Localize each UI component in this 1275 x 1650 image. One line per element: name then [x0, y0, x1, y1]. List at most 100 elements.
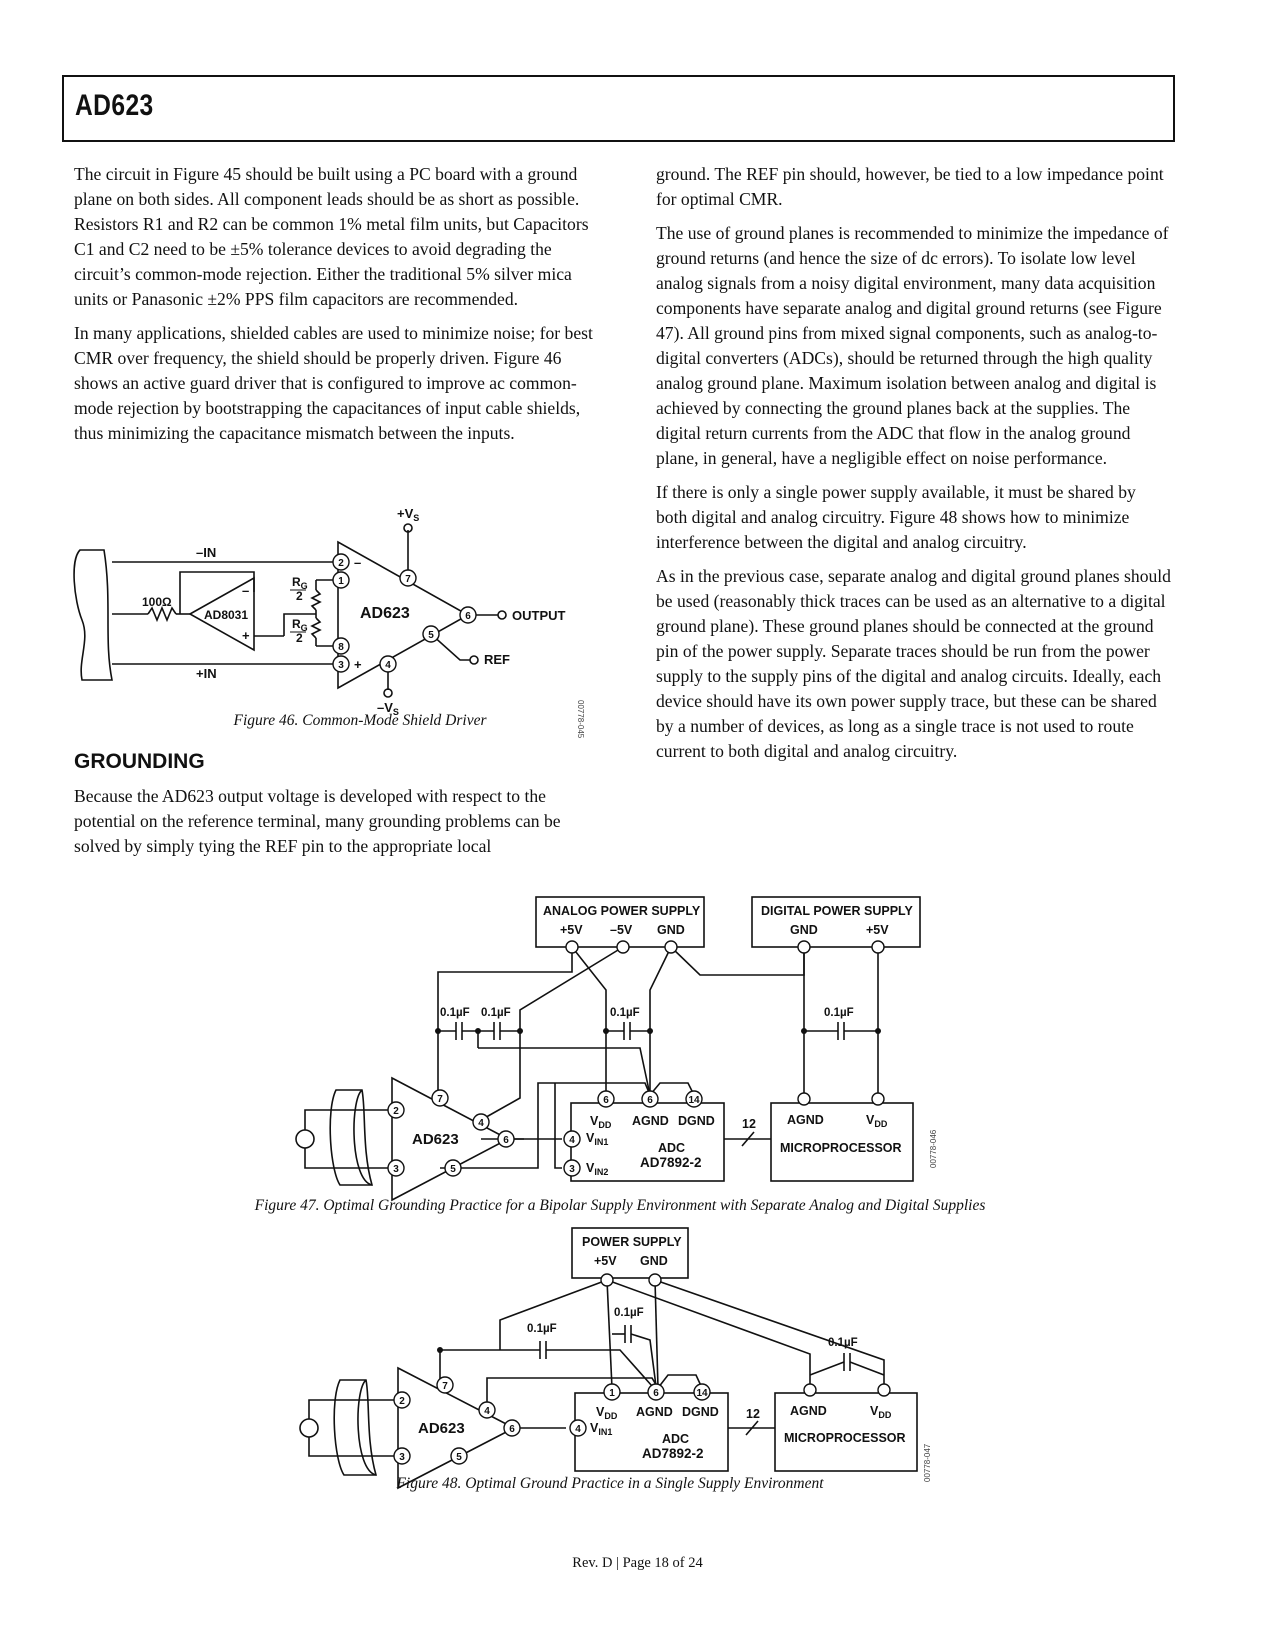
buffer-plus: + — [242, 628, 250, 643]
buffer-amp — [188, 576, 255, 652]
figure-code: 00778-046 — [929, 1129, 938, 1168]
label-bus: 12 — [742, 1117, 756, 1131]
label-resistor: 100Ω — [142, 595, 172, 609]
pin-label: 6 — [603, 1095, 609, 1106]
cap-label: 0.1µF — [440, 1007, 470, 1019]
left-column: The circuit in Figure 45 should be built… — [74, 162, 594, 455]
cap-label: 0.1µF — [828, 1337, 858, 1349]
label-plus-vs: +VS — [397, 506, 419, 523]
label-vdd: VDD — [870, 1404, 892, 1420]
pin-label: 3 — [338, 660, 344, 671]
label-gnd: GND — [790, 923, 818, 937]
label-vin1: VIN1 — [590, 1421, 612, 1437]
adc-box — [574, 1392, 729, 1472]
label-adc: ADC — [658, 1141, 685, 1155]
paragraph: Because the AD623 output voltage is deve… — [74, 786, 561, 856]
cap-label: 0.1µF — [614, 1307, 644, 1319]
ad623-triangle — [337, 540, 470, 690]
label-gnd: GND — [657, 923, 685, 937]
pin-label: 4 — [385, 660, 391, 671]
section-heading: GROUNDING — [74, 750, 205, 773]
label-vdd: VDD — [596, 1405, 618, 1421]
label-rg-top-div: 2 — [296, 589, 303, 603]
pin-label: 2 — [399, 1396, 405, 1407]
label-adc: ADC — [662, 1432, 689, 1446]
label-minus-in: –IN — [196, 545, 216, 560]
page-footer: Rev. D | Page 18 of 24 — [572, 1555, 703, 1571]
label-bus: 12 — [746, 1407, 760, 1421]
label-rg-bot: RG — [292, 617, 308, 633]
label-rg-bot-div: 2 — [296, 631, 303, 645]
label-agnd: AGND — [632, 1114, 669, 1128]
pin-label: 4 — [478, 1118, 484, 1129]
label-agnd: AGND — [636, 1405, 673, 1419]
right-column: ground. The REF pin should, however, be … — [656, 162, 1171, 773]
pin-label: 6 — [653, 1388, 659, 1399]
label-amp: AD623 — [418, 1420, 465, 1437]
cap-label: 0.1µF — [527, 1323, 557, 1335]
microprocessor-box — [774, 1392, 918, 1472]
pin-label: 4 — [575, 1424, 581, 1435]
cap-label: 0.1µF — [824, 1007, 854, 1019]
figure-46-caption: Figure 46. Common-Mode Shield Driver — [233, 712, 487, 729]
supply-label: POWER SUPPLY — [582, 1235, 682, 1249]
label-dgnd: DGND — [678, 1114, 715, 1128]
pin-label: 3 — [393, 1164, 399, 1175]
amp-minus: – — [354, 555, 361, 570]
pin-label: 5 — [428, 630, 434, 641]
pin-label: 3 — [569, 1164, 575, 1175]
paragraph: The circuit in Figure 45 should be built… — [74, 164, 589, 309]
microprocessor-box — [770, 1102, 914, 1182]
label-gnd: GND — [640, 1254, 668, 1268]
label-vdd: VDD — [590, 1114, 612, 1130]
pin-label: 14 — [688, 1095, 700, 1106]
figure-47-caption: Figure 47. Optimal Grounding Practice fo… — [254, 1197, 986, 1214]
label-output: OUTPUT — [512, 608, 566, 623]
pin-label: 2 — [393, 1106, 399, 1117]
ad623-triangle — [397, 1366, 516, 1490]
shield-cable — [73, 549, 113, 681]
figure-code: 00778-045 — [576, 700, 585, 739]
pin-label: 14 — [696, 1388, 708, 1399]
pin-label: 6 — [503, 1135, 509, 1146]
label-agnd: AGND — [787, 1113, 824, 1127]
ad623-triangle — [391, 1076, 510, 1202]
pin-label: 1 — [609, 1388, 615, 1399]
pin-label: 3 — [399, 1452, 405, 1463]
digital-power-supply-box — [751, 896, 921, 948]
paragraph: In many applications, shielded cables ar… — [74, 323, 593, 443]
paragraph: ground. The REF pin should, however, be … — [656, 164, 1164, 209]
figure-48-caption: Figure 48. Optimal Ground Practice in a … — [396, 1475, 824, 1492]
pin-label: 6 — [647, 1095, 653, 1106]
label-m5v: –5V — [610, 923, 633, 937]
pin-label: 8 — [338, 642, 344, 653]
power-supply-box — [571, 1227, 689, 1279]
analog-power-supply-box — [535, 896, 705, 948]
paragraph: The use of ground planes is recommended … — [656, 223, 1169, 468]
pin-label: 2 — [338, 558, 344, 569]
digital-supply-label: DIGITAL POWER SUPPLY — [761, 904, 914, 918]
pin-label: 7 — [405, 574, 411, 585]
page-title: AD623 — [75, 89, 154, 122]
label-vin2: VIN2 — [586, 1161, 608, 1177]
label-dgnd: DGND — [682, 1405, 719, 1419]
pin-label: 6 — [465, 611, 471, 622]
analog-supply-label: ANALOG POWER SUPPLY — [543, 904, 701, 918]
label-p5v: +5V — [866, 923, 889, 937]
label-p5v: +5V — [560, 923, 583, 937]
buffer-minus: – — [242, 583, 249, 598]
label-rg-top: RG — [292, 575, 308, 591]
label-vdd: VDD — [866, 1113, 888, 1129]
label-buffer: AD8031 — [204, 608, 248, 622]
label-vin1: VIN1 — [586, 1131, 608, 1147]
label-amp: AD623 — [412, 1131, 459, 1148]
label-amp: AD623 — [360, 605, 410, 622]
cap-label: 0.1µF — [610, 1007, 640, 1019]
label-adc-part: AD7892-2 — [640, 1155, 702, 1170]
adc-box — [570, 1102, 725, 1182]
header-box: AD623 — [62, 75, 1175, 142]
paragraph: If there is only a single power supply a… — [656, 482, 1136, 552]
label-mcu: MICROPROCESSOR — [784, 1431, 906, 1445]
pin-label: 4 — [484, 1406, 490, 1417]
label-ref: REF — [484, 652, 510, 667]
